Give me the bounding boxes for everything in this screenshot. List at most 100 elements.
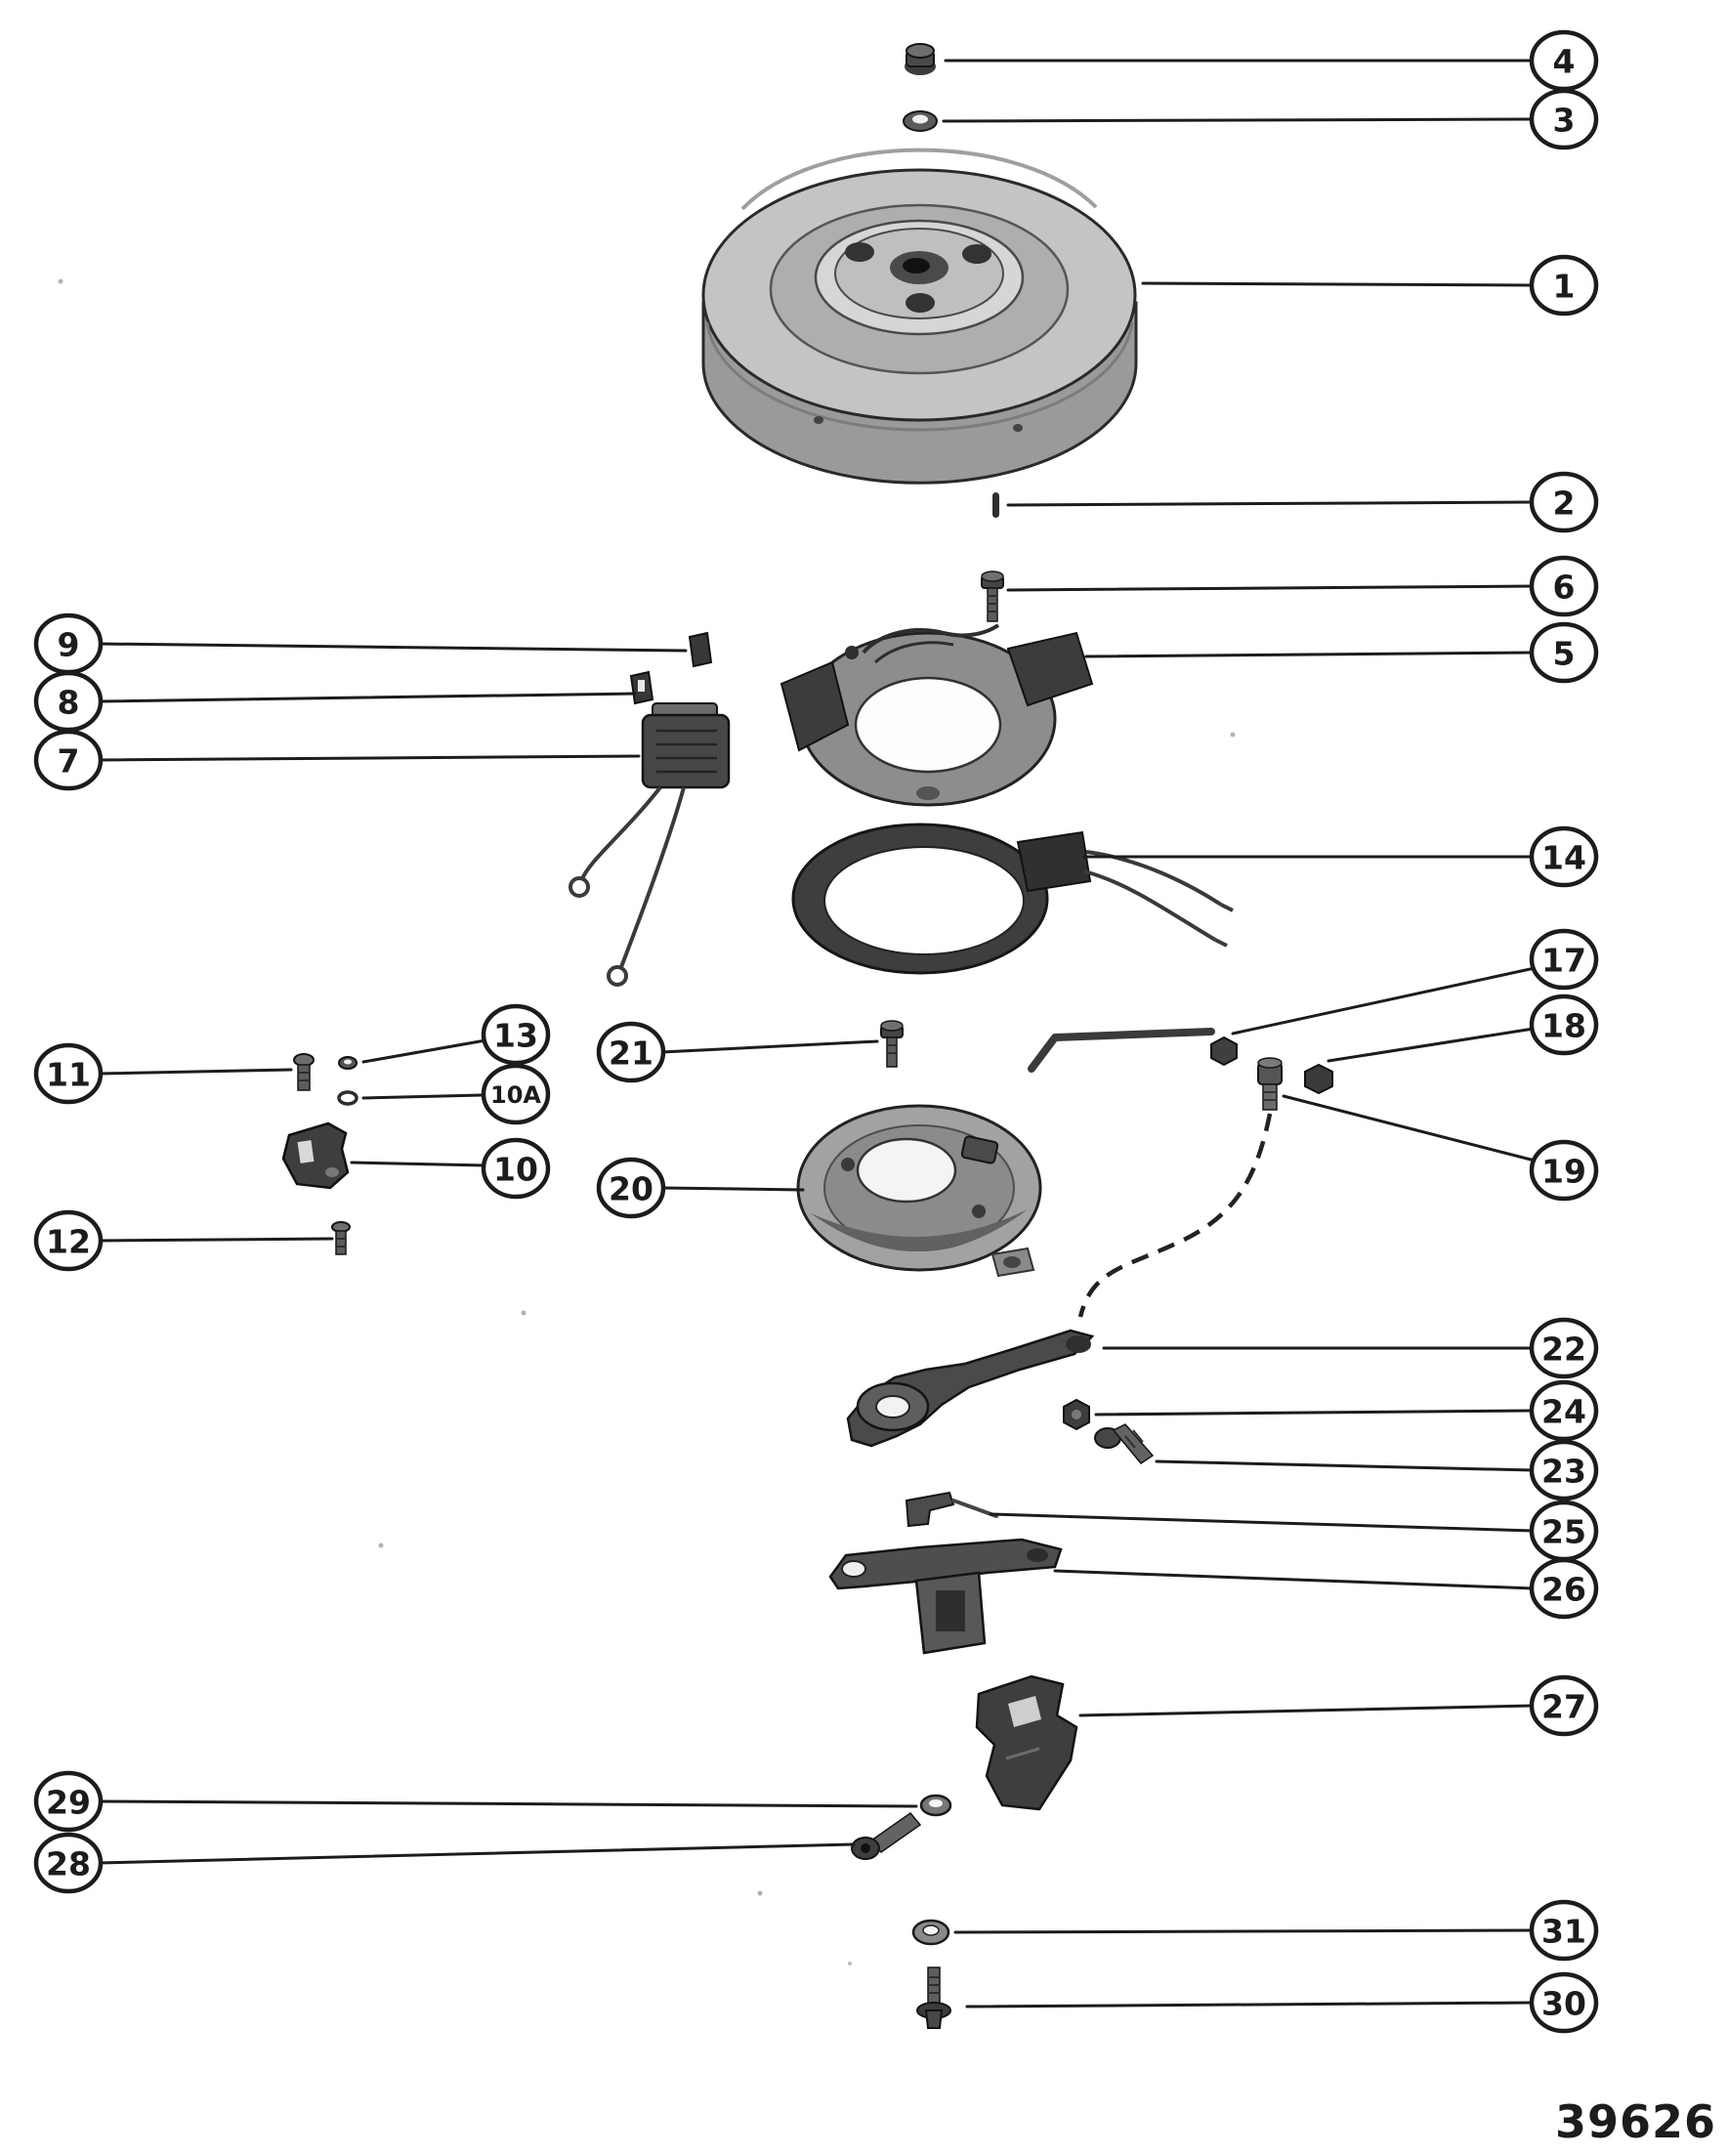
callout-label-29: 29 bbox=[46, 1784, 91, 1822]
callout-10: 10 bbox=[481, 1137, 551, 1200]
callout-30: 30 bbox=[1529, 1971, 1599, 2034]
part-bracket-27 bbox=[975, 1674, 1078, 1811]
callout-21: 21 bbox=[596, 1021, 666, 1083]
callout-circle-19 bbox=[1529, 1139, 1599, 1202]
callout-29: 29 bbox=[33, 1770, 104, 1833]
leader-line-21 bbox=[659, 1039, 879, 1054]
callout-label-12: 12 bbox=[46, 1223, 91, 1261]
callout-circle-31 bbox=[1529, 1899, 1599, 1962]
callout-circle-18 bbox=[1529, 993, 1599, 1056]
leader-line-31 bbox=[953, 1928, 1536, 1934]
part-clip-25 bbox=[905, 1491, 998, 1528]
leader-line-20 bbox=[659, 1186, 805, 1192]
part-screw-12 bbox=[331, 1221, 351, 1255]
leader-line-17 bbox=[1231, 966, 1537, 1036]
leader-line-9 bbox=[97, 642, 688, 653]
callout-circles: 4312651417181922242325262731309871112292… bbox=[33, 29, 1599, 2034]
leader-line-24 bbox=[1094, 1409, 1536, 1416]
callout-label-31: 31 bbox=[1541, 1913, 1586, 1951]
leader-line-19 bbox=[1282, 1094, 1537, 1163]
callout-circle-17 bbox=[1529, 928, 1599, 991]
callout-label-18: 18 bbox=[1541, 1007, 1586, 1045]
callout-circle-30 bbox=[1529, 1971, 1599, 2034]
part-link-rod-17 bbox=[1028, 1028, 1215, 1073]
callout-13: 13 bbox=[481, 1003, 551, 1066]
leader-line-18 bbox=[1327, 1027, 1536, 1063]
callout-label-5: 5 bbox=[1553, 635, 1576, 673]
part-nut-24 bbox=[1063, 1398, 1090, 1431]
leader-line-26 bbox=[1053, 1569, 1536, 1590]
leader-line-11 bbox=[97, 1068, 293, 1076]
parts-drawing bbox=[58, 43, 1333, 2029]
callout-circle-28 bbox=[33, 1832, 104, 1894]
callout-circle-11 bbox=[33, 1042, 104, 1105]
leader-line-10 bbox=[350, 1161, 487, 1167]
part-flywheel bbox=[701, 148, 1138, 485]
callout-10A: 10A bbox=[481, 1063, 551, 1125]
callout-circle-1 bbox=[1529, 254, 1599, 317]
part-bolt-6 bbox=[981, 571, 1004, 622]
callout-label-30: 30 bbox=[1541, 1985, 1586, 2023]
callout-label-10: 10 bbox=[493, 1151, 538, 1189]
part-stator-plate bbox=[780, 623, 1094, 807]
callout-19: 19 bbox=[1529, 1139, 1599, 1202]
callout-circle-7 bbox=[33, 729, 104, 791]
dashed-link-line bbox=[1077, 1113, 1273, 1318]
scan-speckles bbox=[58, 278, 1236, 1966]
callout-label-23: 23 bbox=[1541, 1453, 1586, 1491]
callout-circle-2 bbox=[1529, 471, 1599, 533]
callout-4: 4 bbox=[1529, 29, 1599, 92]
callout-label-22: 22 bbox=[1541, 1331, 1586, 1369]
part-washer-29 bbox=[919, 1794, 952, 1817]
callout-circle-3 bbox=[1529, 88, 1599, 150]
callout-circle-24 bbox=[1529, 1379, 1599, 1442]
leader-line-29 bbox=[97, 1799, 918, 1808]
leader-line-25 bbox=[989, 1512, 1536, 1533]
callout-label-6: 6 bbox=[1553, 569, 1576, 607]
callout-24: 24 bbox=[1529, 1379, 1599, 1442]
callout-5: 5 bbox=[1529, 621, 1599, 684]
callout-label-24: 24 bbox=[1541, 1393, 1586, 1431]
part-nut-18 bbox=[1210, 1036, 1333, 1095]
drawing-number: 39626 bbox=[1554, 2095, 1716, 2148]
part-washer-3 bbox=[903, 110, 938, 132]
leader-line-30 bbox=[965, 2001, 1536, 2008]
part-coil-7 bbox=[569, 702, 731, 987]
callout-3: 3 bbox=[1529, 88, 1599, 150]
callout-25: 25 bbox=[1529, 1500, 1599, 1562]
callout-circle-26 bbox=[1529, 1557, 1599, 1620]
callout-label-28: 28 bbox=[46, 1845, 91, 1883]
leader-line-13 bbox=[361, 1038, 487, 1064]
callout-9: 9 bbox=[33, 613, 104, 675]
callout-label-17: 17 bbox=[1541, 942, 1586, 980]
callout-label-14: 14 bbox=[1541, 839, 1586, 877]
callout-label-20: 20 bbox=[609, 1170, 653, 1208]
callout-17: 17 bbox=[1529, 928, 1599, 991]
leader-line-10A bbox=[361, 1093, 485, 1100]
callout-label-11: 11 bbox=[46, 1056, 91, 1094]
part-breaker-plate-20 bbox=[796, 1104, 1042, 1278]
leader-line-5 bbox=[1084, 651, 1536, 658]
callout-label-25: 25 bbox=[1541, 1513, 1586, 1551]
callout-circle-22 bbox=[1529, 1317, 1599, 1379]
callout-27: 27 bbox=[1529, 1674, 1599, 1737]
leader-line-28 bbox=[97, 1842, 856, 1865]
callout-label-2: 2 bbox=[1553, 485, 1576, 523]
callout-label-9: 9 bbox=[58, 626, 80, 664]
callout-label-3: 3 bbox=[1553, 102, 1576, 140]
part-bolt-23 bbox=[1094, 1423, 1155, 1465]
callout-circle-13 bbox=[481, 1003, 551, 1066]
part-screw-21 bbox=[880, 1020, 904, 1068]
part-tbracket-26 bbox=[828, 1538, 1063, 1655]
part-nut-4 bbox=[905, 43, 936, 75]
callout-circle-29 bbox=[33, 1770, 104, 1833]
callout-23: 23 bbox=[1529, 1439, 1599, 1501]
callout-circle-14 bbox=[1529, 825, 1599, 888]
callout-circle-10 bbox=[481, 1137, 551, 1200]
part-screw-11 bbox=[293, 1053, 315, 1091]
part-washer-31 bbox=[911, 1919, 950, 1946]
callout-7: 7 bbox=[33, 729, 104, 791]
callout-circle-27 bbox=[1529, 1674, 1599, 1737]
